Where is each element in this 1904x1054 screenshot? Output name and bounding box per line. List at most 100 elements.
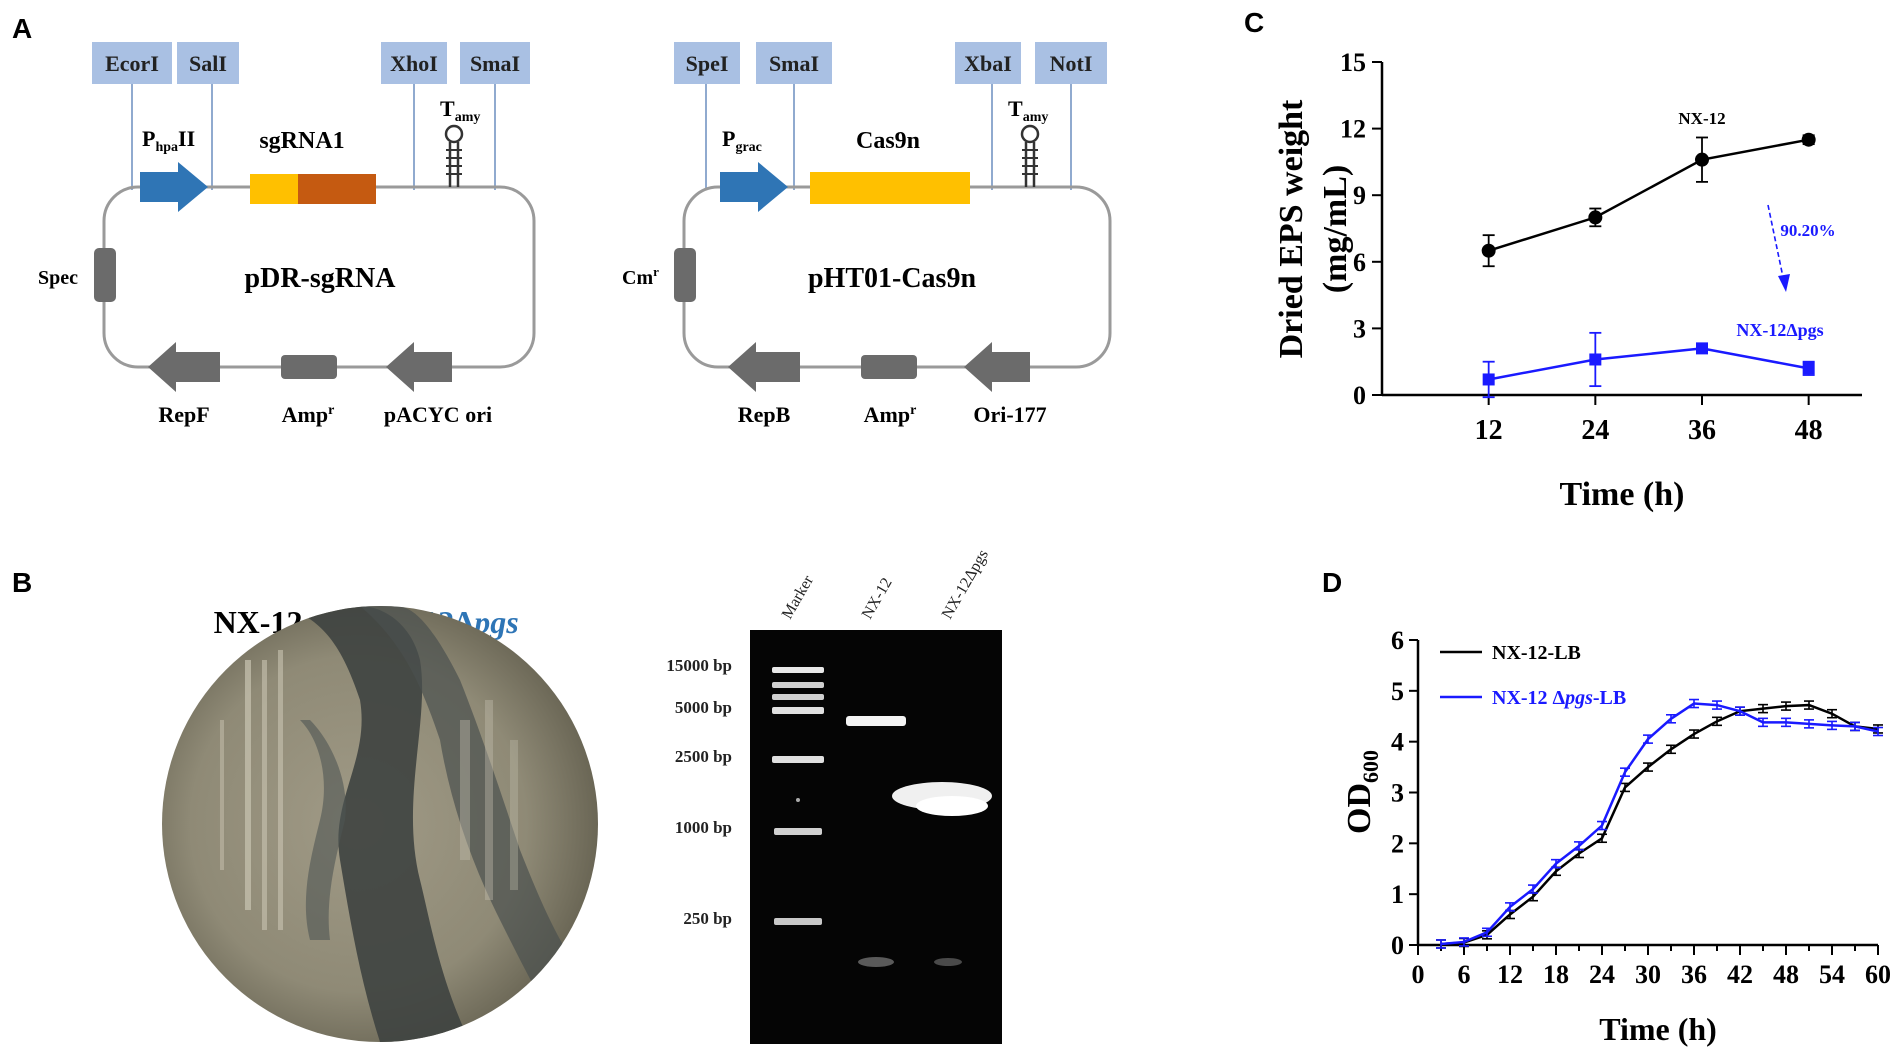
panel-label-b: B [12,567,32,598]
c-ytick-label: 3 [1353,314,1366,343]
panel-label-d: D [1322,567,1342,598]
ladder-label-250: 250 bp [683,909,732,928]
d-xtick-label: 48 [1773,960,1799,989]
d-ylabel: OD600 [1341,750,1383,834]
d-ytick-label: 4 [1391,728,1404,757]
sgrna-segment-a [250,174,298,204]
svg-text:XhoI: XhoI [390,51,438,76]
c-xtick-label: 36 [1688,415,1716,446]
c-xlabel: Time (h) [1560,476,1685,513]
c-series-name-2: NX-12Δpgs [1736,320,1823,340]
d-xtick-label: 6 [1458,960,1471,989]
d-legend-label-2: NX-12 Δpgs-LB [1492,687,1626,709]
cm-label: Cmr [622,264,659,289]
terminator-icon [444,124,464,187]
c-ylabel-line2: (mg/mL) [1317,165,1354,293]
promoter-label: PhpaII [142,126,195,155]
c-ytick-label: 9 [1353,181,1366,210]
c-series-line [1488,347,1809,381]
promoter-arrow-2 [720,162,788,212]
cm-marker [674,248,696,302]
d-ytick-label: 6 [1391,626,1404,655]
amp-marker [281,355,337,379]
c-point [1801,132,1816,147]
c-point [1695,152,1709,167]
d-xlabel: Time (h) [1599,1011,1717,1047]
c-series-name-1: NX-12 [1678,109,1725,128]
repf-arrow [148,342,220,392]
d-xtick-label: 24 [1589,960,1615,989]
terminator-label-2: Tamy [1008,96,1048,125]
gel-lane-labels: Marker NX-12 NX-12Δpgs [779,547,992,622]
cas9n-label: Cas9n [856,128,920,154]
d-series-line [1440,703,1879,946]
c-ylabel-line1: Dried EPS weight [1273,99,1310,358]
d-ytick-label: 2 [1391,829,1404,858]
gel-lane-label-mutant: NX-12Δpgs [939,547,992,622]
d-ytick-label: 0 [1391,931,1404,960]
svg-text:NotI: NotI [1050,51,1093,76]
d-xtick-label: 54 [1819,960,1845,989]
ladder-label-2500: 2500 bp [675,747,732,766]
terminator-icon-2 [1020,124,1040,187]
c-point [1696,342,1708,355]
c-point [1589,353,1602,366]
d-ytick-label: 1 [1391,880,1404,909]
d-xtick-label: 60 [1865,960,1891,989]
gel-lane-label-marker: Marker [779,572,818,622]
svg-text:SmaI: SmaI [769,51,819,76]
restriction-site-noti: NotI [1035,42,1107,190]
spec-marker [94,248,116,302]
repb-label: RepB [738,402,791,427]
spec-label: Spec [38,267,78,289]
d-xtick-label: 30 [1635,960,1661,989]
c-point [1481,243,1496,258]
d-xtick-label: 18 [1543,960,1569,989]
d-ytick-label: 5 [1391,677,1404,706]
d-legend-label-1: NX-12-LB [1492,642,1581,664]
d-xtick-label: 0 [1412,960,1425,989]
d-series-line [1440,702,1879,946]
c-annotation-arrow [1767,204,1785,283]
amp-label: Ampr [282,402,335,427]
svg-text:SalI: SalI [189,51,227,76]
petri-plate-image [162,606,598,1042]
ori177-label: Ori-177 [973,402,1046,427]
pacyc-ori-arrow [386,342,452,392]
promoter-arrow [140,162,208,212]
panel-label-c: C [1244,7,1264,38]
c-point [1588,210,1603,225]
c-ytick-label: 6 [1353,248,1366,277]
plasmid-name-2: pHT01-Cas9n [808,263,976,294]
sgrna-label: sgRNA1 [259,128,344,154]
gel-image [750,630,1002,1044]
restriction-site-xhoi: XhoI [381,42,447,190]
ladder-label-5000: 5000 bp [675,698,732,717]
c-annotation-label: 90.20% [1780,221,1835,240]
c-series-line [1488,138,1809,252]
svg-text:SmaI: SmaI [470,51,520,76]
plasmid-map-pdr-sgrna: EcorI SalI XhoI SmaI PhpaII sgRNA1 [38,42,536,427]
panel-label-a: A [12,13,32,44]
plasmid-map-pht01-cas9n: SpeI SmaI XbaI NotI Pgrac Cas9n [622,42,1112,427]
c-ytick-label: 12 [1340,115,1366,144]
svg-text:XbaI: XbaI [964,51,1012,76]
sgrna-segment-b [298,174,376,204]
promoter-label-2: Pgrac [722,126,762,155]
c-point [1802,362,1815,375]
c-xtick-label: 12 [1475,415,1503,446]
ladder-label-15000: 15000 bp [666,656,732,675]
repf-label: RepF [158,402,209,427]
restriction-site-sali: SalI [177,42,239,190]
d-xtick-label: 42 [1727,960,1753,989]
cas9n-gene [810,172,970,204]
d-xtick-label: 12 [1497,960,1523,989]
restriction-site-smai: SmaI [460,42,530,190]
svg-text:EcorI: EcorI [105,51,159,76]
restriction-site-spei: SpeI [674,42,740,190]
restriction-site-xbai: XbaI [955,42,1021,190]
repb-arrow [728,342,800,392]
plasmid-name: pDR-sgRNA [245,263,397,294]
restriction-site-smai-2: SmaI [756,42,832,190]
